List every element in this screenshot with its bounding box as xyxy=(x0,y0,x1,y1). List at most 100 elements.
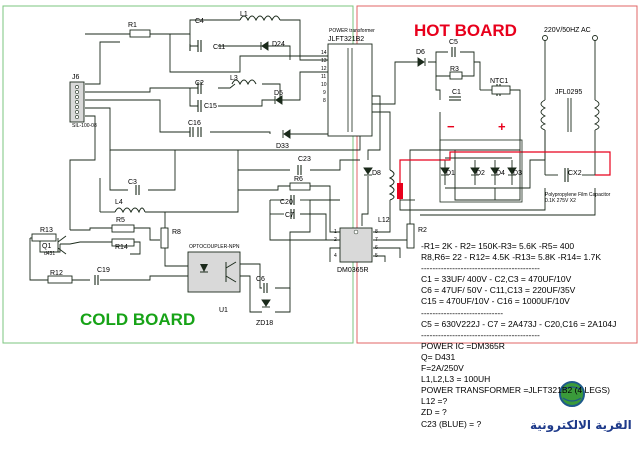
diode-d1 xyxy=(440,167,450,175)
resistor-r3 xyxy=(449,71,463,80)
tpin-11: 11 xyxy=(321,74,326,80)
ic-pin-numbers: 1 2 4 5 6 7 8 xyxy=(334,229,378,259)
label-r3: R3 xyxy=(450,66,459,73)
note-line: ----------------------------------------… xyxy=(421,329,540,340)
tpin-12: 12 xyxy=(321,66,327,72)
connector-j6 xyxy=(69,81,85,123)
label-j6: J6 xyxy=(72,74,80,81)
pin-1: 1 xyxy=(334,229,337,235)
label-d2: D2 xyxy=(476,170,485,177)
power-transformer xyxy=(327,43,373,137)
note-line: ----------------------------------------… xyxy=(421,263,540,274)
label-d4: D4 xyxy=(496,170,505,177)
label-c3: C3 xyxy=(128,179,137,186)
logo-text: القرية الالكترونية xyxy=(530,418,632,432)
component-labels: R1 C4 L1 C11 D24 C2 L3 C15 D5 C16 D33 J6… xyxy=(40,11,611,327)
note-line: F=2A/250V xyxy=(421,363,464,374)
resistor-r8 xyxy=(160,227,169,249)
transistor-q1 xyxy=(57,235,67,255)
label-zd18: ZD18 xyxy=(256,320,273,327)
fused-live-wire xyxy=(399,151,611,200)
note-line: -R1= 2K - R2= 150K-R3= 5.6K -R5= 400 xyxy=(421,241,575,251)
diode-d8 xyxy=(363,167,373,175)
common-mode-choke-jfl0295 xyxy=(540,98,600,132)
note-line: L12 =? xyxy=(421,396,448,407)
diode-d24 xyxy=(261,41,269,51)
inductor-l1 xyxy=(239,15,281,22)
label-cx2-desc-1: Polypropylene Film Capacitor xyxy=(545,192,611,198)
note-line: C5 = 630V222J - C7 = 2A473J - C20,C16 = … xyxy=(421,318,617,329)
label-q1-part: d431 xyxy=(44,251,55,257)
label-c2: C2 xyxy=(195,80,204,87)
diode-d4 xyxy=(490,167,500,175)
tpin-9: 9 xyxy=(323,90,326,96)
resistor-r14 xyxy=(111,238,135,247)
transformer-pin-numbers: 14 13 12 11 10 9 8 xyxy=(321,50,327,104)
pin-7: 7 xyxy=(375,237,378,243)
label-ic-part: DM0365R xyxy=(337,267,369,274)
label-r2: R2 xyxy=(418,227,427,234)
label-d24: D24 xyxy=(272,41,285,48)
label-d3: D3 xyxy=(513,170,522,177)
resistor-r6 xyxy=(289,182,311,191)
label-transformer-part: JLFT321B2 xyxy=(328,36,364,43)
resistors xyxy=(31,29,463,284)
label-r8: R8 xyxy=(172,229,181,236)
diode-d6 xyxy=(417,57,425,67)
label-r6: R6 xyxy=(294,176,303,183)
resistor-r1 xyxy=(129,29,151,38)
pin-5: 5 xyxy=(375,253,378,259)
label-c5: C5 xyxy=(449,39,458,46)
label-c7: C7 xyxy=(285,212,294,219)
ntc1-thermistor xyxy=(491,85,511,95)
label-c4: C4 xyxy=(195,18,204,25)
label-c19: C19 xyxy=(97,267,110,274)
ic-dm0365r xyxy=(339,227,373,263)
resistor-r5 xyxy=(111,224,135,233)
inductors xyxy=(114,15,395,214)
label-c23: C23 xyxy=(298,156,311,163)
cold-board-title: COLD BOARD xyxy=(80,310,195,329)
diode-d5 xyxy=(275,95,283,105)
label-l3: L3 xyxy=(230,75,238,82)
optocoupler-u1 xyxy=(187,251,241,293)
component-values-notes: -R1= 2K - R2= 150K-R3= 5.6K -R5= 400 R8,… xyxy=(421,241,637,430)
label-c20: C20 xyxy=(280,199,293,206)
label-d6: D6 xyxy=(416,49,425,56)
label-cx2-desc-2: 0.1K 275V X2 xyxy=(545,198,576,204)
note-line: L1,L2,L3 = 100UH xyxy=(421,374,491,385)
label-l4: L4 xyxy=(115,199,123,206)
note-line: Q= D431 xyxy=(421,351,456,362)
label-plus: + xyxy=(498,119,506,134)
tpin-10: 10 xyxy=(321,82,327,88)
note-line: C15 = 470UF/10V - C16 = 1000UF/10V xyxy=(421,296,570,307)
resistor-r2 xyxy=(406,223,415,249)
ac-input-terminals xyxy=(542,35,598,41)
label-transformer-caption: POWER transformer xyxy=(329,28,375,34)
label-r14: R14 xyxy=(115,244,128,251)
label-minus: − xyxy=(447,119,455,134)
label-jfl0295: JFL0295 xyxy=(555,89,582,96)
label-c16: C16 xyxy=(188,120,201,127)
tpin-8: 8 xyxy=(323,98,326,104)
label-ntc1: NTC1 xyxy=(490,78,508,85)
tpin-13: 13 xyxy=(321,58,327,64)
label-q1: Q1 xyxy=(42,243,51,250)
label-j6-part: SIL-100-08 xyxy=(72,123,97,129)
resistor-r13 xyxy=(31,233,57,242)
note-line: POWER IC =DM365R xyxy=(421,340,505,351)
note-line: ----------------------------- xyxy=(421,307,504,318)
hot-board-title: HOT BOARD xyxy=(414,21,517,40)
label-c1: C1 xyxy=(452,89,461,96)
diode-d3 xyxy=(507,167,517,175)
label-d1: D1 xyxy=(446,170,455,177)
label-r1: R1 xyxy=(128,22,137,29)
label-c11: C11 xyxy=(213,44,225,51)
note-line: C23 (BLUE) = ? xyxy=(421,418,482,429)
note-line: POWER TRANSFORMER =JLFT321B2 (4 LEGS) xyxy=(421,385,611,396)
inductor-l3 xyxy=(231,79,257,86)
label-c15: C15 xyxy=(204,103,217,110)
label-r12: R12 xyxy=(50,270,63,277)
